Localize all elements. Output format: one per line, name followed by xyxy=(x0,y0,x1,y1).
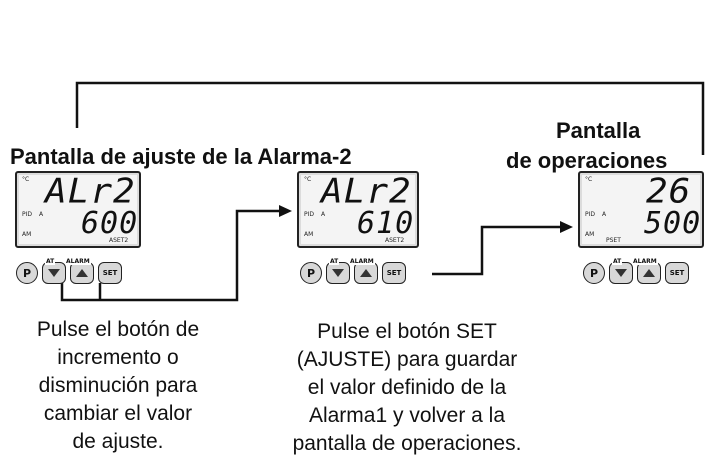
alarm-tag: ALARM xyxy=(65,258,91,265)
bottom-display-value: 610 xyxy=(357,206,415,241)
caption-line: pantalla de operaciones. xyxy=(292,432,522,455)
pid-label: PID xyxy=(585,211,596,218)
caption-line: de ajuste. xyxy=(72,430,164,453)
up-button[interactable]: ALARM xyxy=(349,258,378,284)
unit-label: °C xyxy=(22,176,30,183)
top-display-value: ALr2 xyxy=(45,172,136,211)
set-button[interactable]: SET xyxy=(382,262,406,284)
p-button[interactable]: P xyxy=(583,262,605,284)
at-tag: AT xyxy=(45,258,56,265)
caption-line: el valor definido de la xyxy=(307,376,507,399)
bottom-display-value: 600 xyxy=(81,206,139,241)
caption-line: (AJUSTE) para guardar xyxy=(296,348,518,371)
down-button[interactable]: AT xyxy=(326,258,350,284)
heading-operations-line1: Pantalla xyxy=(556,118,641,143)
p-button[interactable]: P xyxy=(300,262,322,284)
button-row-alarm-new-value: P AT ALARM SET xyxy=(300,258,406,284)
set-button[interactable]: SET xyxy=(665,262,689,284)
am-label: AM xyxy=(585,231,595,238)
down-arrow-icon xyxy=(48,269,60,277)
sub-label: ASET2 xyxy=(385,237,405,244)
down-arrow-icon xyxy=(615,269,627,277)
arrowhead-right xyxy=(560,221,573,233)
return-loop-line xyxy=(75,81,705,155)
sub-label: PSET xyxy=(606,237,621,244)
arrowhead-middle xyxy=(279,205,292,217)
a-label: A xyxy=(39,211,44,218)
arrow-middle-to-right xyxy=(432,225,560,276)
a-label: A xyxy=(602,211,607,218)
caption-line: Pulse el botón de xyxy=(36,318,200,341)
down-button[interactable]: AT xyxy=(42,258,66,284)
unit-label: °C xyxy=(585,176,593,183)
up-button[interactable]: ALARM xyxy=(632,258,661,284)
display-panel-operations: °C PID A AM 26 500 PSET xyxy=(578,171,704,248)
bottom-display-value: 500 xyxy=(644,206,702,241)
up-button[interactable]: ALARM xyxy=(65,258,94,284)
set-button[interactable]: SET xyxy=(98,262,122,284)
a-label: A xyxy=(321,211,326,218)
caption-line: Alarma1 y volver a la xyxy=(308,404,506,427)
caption-save-instructions: Pulse el botón SET (AJUSTE) para guardar… xyxy=(254,318,560,458)
pid-label: PID xyxy=(304,211,315,218)
pid-label: PID xyxy=(22,211,33,218)
p-button[interactable]: P xyxy=(16,262,38,284)
button-row-alarm-adjust: P AT ALARM SET xyxy=(16,258,122,284)
unit-label: °C xyxy=(304,176,312,183)
down-arrow-icon xyxy=(332,269,344,277)
heading-alarm-adjust: Pantalla de ajuste de la Alarma-2 xyxy=(10,144,352,169)
caption-line: Pulse el botón SET xyxy=(317,320,497,343)
at-tag: AT xyxy=(612,258,623,265)
at-tag: AT xyxy=(329,258,340,265)
up-arrow-icon xyxy=(360,269,372,277)
top-display-value: 26 xyxy=(646,172,692,211)
caption-line: disminución para xyxy=(38,374,198,397)
am-label: AM xyxy=(304,231,314,238)
display-panel-alarm-adjust: °C PID A AM ALr2 600 ASET2 xyxy=(15,171,141,248)
alarm-tag: ALARM xyxy=(632,258,658,265)
button-row-operations: P AT ALARM SET xyxy=(583,258,689,284)
up-arrow-icon xyxy=(643,269,655,277)
caption-adjust-instructions: Pulse el botón de incremento o disminuci… xyxy=(0,316,236,456)
display-panel-alarm-new-value: °C PID A AM ALr2 610 ASET2 xyxy=(297,171,419,248)
heading-operations-line2: de operaciones xyxy=(506,148,668,173)
top-display-value: ALr2 xyxy=(321,172,412,211)
up-arrow-icon xyxy=(76,269,88,277)
caption-line: cambiar el valor xyxy=(43,402,193,425)
alarm-tag: ALARM xyxy=(349,258,375,265)
am-label: AM xyxy=(22,231,32,238)
caption-line: incremento o xyxy=(57,346,179,369)
down-button[interactable]: AT xyxy=(609,258,633,284)
sub-label: ASET2 xyxy=(109,237,129,244)
arrow-left-to-middle xyxy=(60,209,280,302)
